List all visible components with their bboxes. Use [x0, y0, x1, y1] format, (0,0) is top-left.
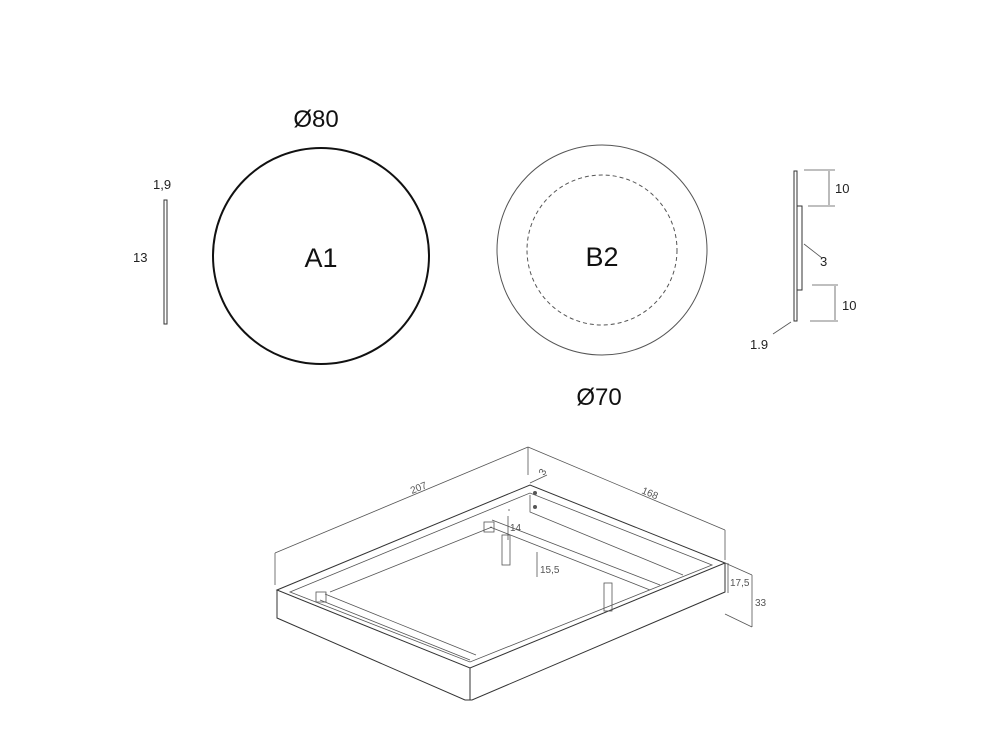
mirror-b2-top-offset-label: 10	[835, 181, 849, 196]
mirror-a1-side-view: 1,9 13	[133, 177, 171, 325]
mirror-b2-name: B2	[585, 242, 618, 272]
mirror-b2-side-view: 10 10 3 1.9	[750, 169, 856, 352]
mirror-b2-backing-label: 3	[820, 254, 827, 269]
mirror-a1-thickness-label: 1,9	[153, 177, 171, 192]
mirror-b2-front-view: B2 Ø70	[496, 144, 708, 411]
bed-frame-isometric: 207 168 3 14 15,5 17,5 33	[274, 446, 767, 701]
bed-leg-height-label: 15,5	[540, 565, 560, 576]
mirror-a1-height-label: 13	[133, 250, 147, 265]
bed-inner-height-label: 14	[510, 523, 522, 534]
mirror-a1-diameter-label: Ø80	[293, 106, 338, 133]
bed-rail-label: 3	[537, 467, 550, 478]
mirror-b2-diameter-label: Ø70	[576, 384, 621, 411]
bed-length-label: 207	[409, 480, 429, 497]
bed-total-height-label: 33	[755, 598, 767, 609]
mirror-b2-bottom-offset-label: 10	[842, 298, 856, 313]
mirror-b2-thickness-label: 1.9	[750, 337, 768, 352]
mirror-a1-front-view: A1 Ø80	[212, 106, 430, 365]
mirror-a1-name: A1	[304, 243, 337, 273]
bed-width-label: 168	[640, 486, 660, 503]
bed-frame-height-label: 17,5	[730, 578, 750, 589]
